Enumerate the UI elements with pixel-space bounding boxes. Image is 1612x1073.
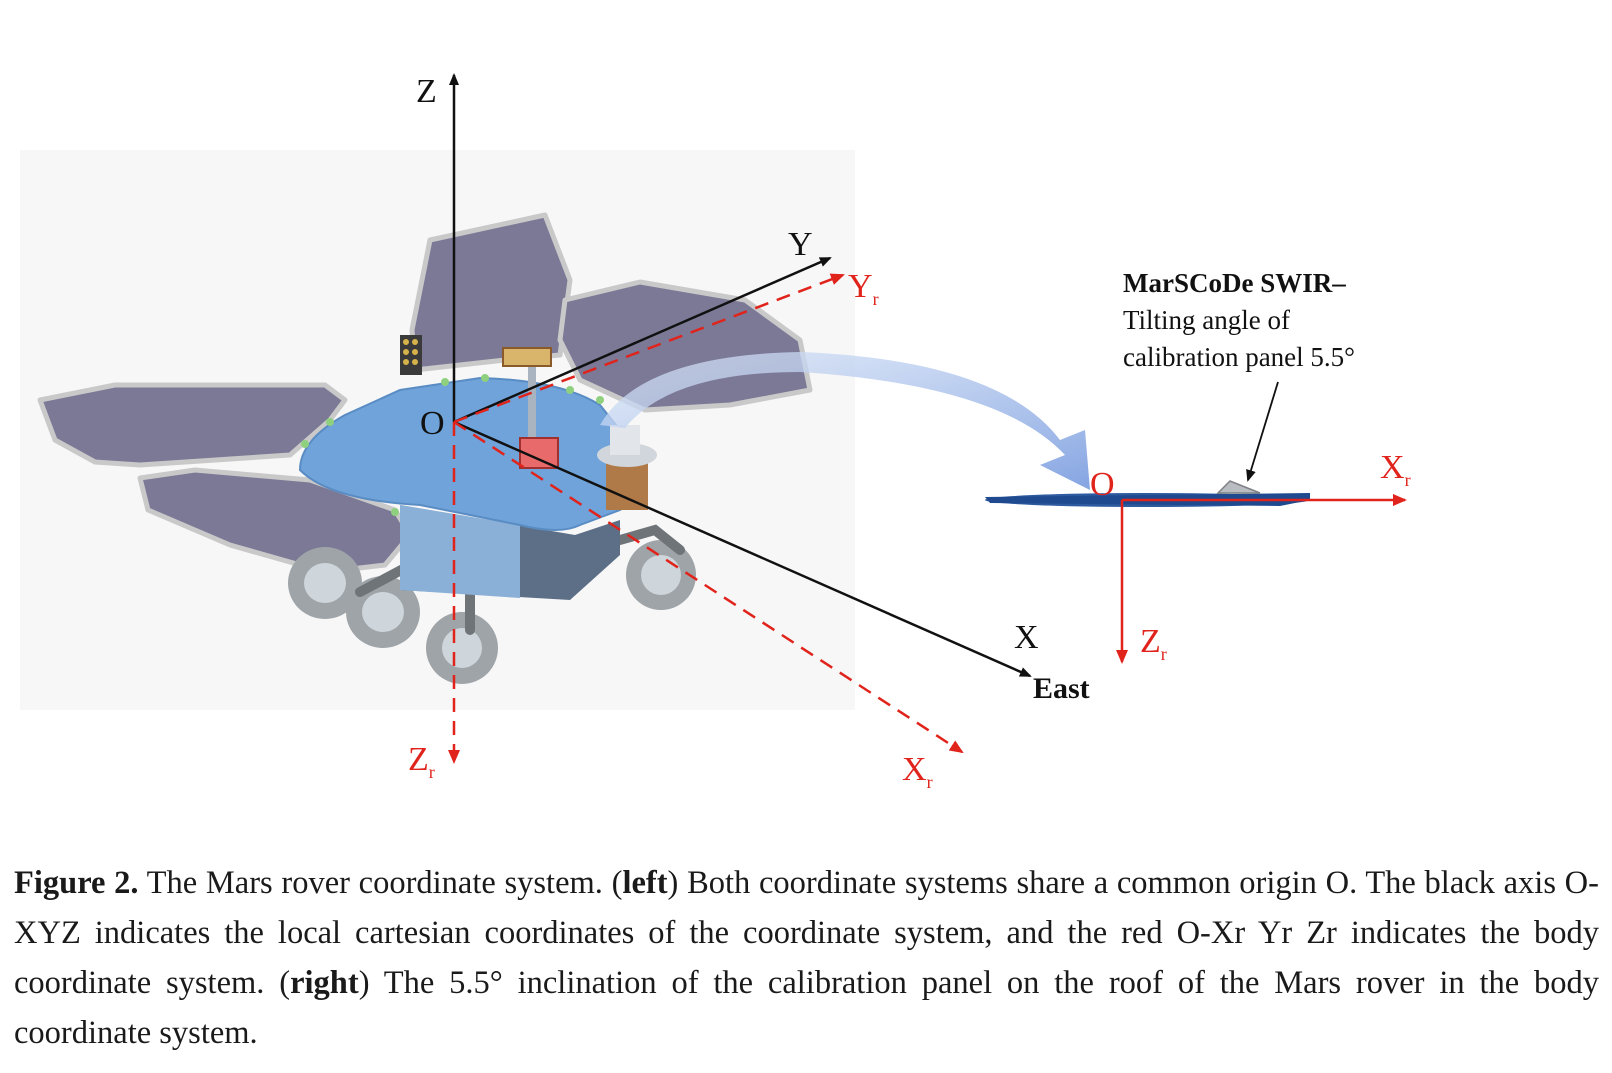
figure-label: Figure 2. — [14, 865, 139, 901]
origin-label: O — [420, 405, 445, 442]
x-label: X — [1014, 619, 1039, 656]
figure-caption: Figure 2. The Mars rover coordinate syst… — [14, 858, 1599, 1058]
x-axis — [453, 420, 1032, 678]
caption-left-keyword: left — [622, 865, 668, 901]
right-zr-label: Zr — [1140, 623, 1167, 664]
left-black-axes — [449, 73, 1032, 678]
caption-text-1: The Mars rover coordinate system. ( — [138, 865, 623, 901]
tilted-calibration-panel — [1216, 480, 1261, 494]
left-red-axes — [448, 273, 964, 764]
zr-label: Zr — [408, 741, 435, 782]
rover-mast — [528, 360, 536, 440]
xr-label: Xr — [902, 751, 933, 792]
callout-pointer — [1246, 381, 1279, 482]
xr-axis — [453, 420, 964, 754]
mars-rover-illustration — [37, 212, 813, 684]
callout-line-3: calibration panel 5.5° — [1123, 342, 1355, 372]
y-label: Y — [788, 226, 813, 263]
callout-line-2: Tilting angle of — [1123, 305, 1290, 335]
calibration-panel-side-view — [985, 480, 1310, 507]
z-label: Z — [416, 73, 437, 110]
caption-text-2: ) Both coordinate systems share a common… — [14, 865, 1599, 1001]
caption-text-3: ) The 5.5° inclination of the calibratio… — [14, 965, 1599, 1051]
right-origin-label: O — [1090, 466, 1115, 503]
right-xr-label: Xr — [1380, 449, 1411, 490]
yr-label: Yr — [848, 268, 879, 309]
rover-wheels — [288, 540, 696, 684]
y-axis — [453, 256, 832, 424]
right-red-axes — [1116, 494, 1407, 664]
blue-transition-arrow — [600, 352, 1090, 490]
callout-title: MarSCoDe SWIR– — [1123, 268, 1346, 298]
east-label: East — [1033, 672, 1090, 705]
yr-axis — [453, 273, 845, 424]
figure-illustration: Z Y O X East Zr Yr Xr O Xr Zr MarSCoDe S… — [37, 73, 1411, 792]
caption-right-keyword: right — [290, 965, 359, 1001]
